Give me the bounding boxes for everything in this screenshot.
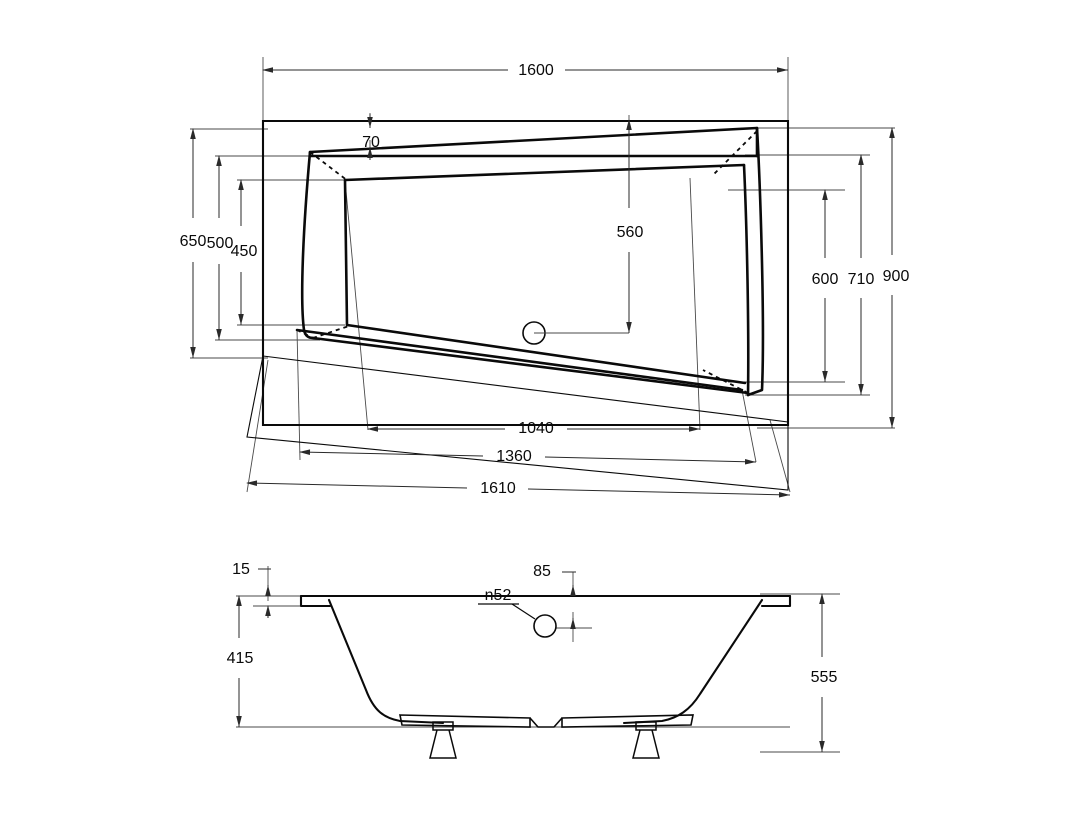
- dim-label-n52: n52: [485, 587, 512, 604]
- dim-label-600: 600: [812, 271, 839, 288]
- fold-line-top-right: [712, 130, 758, 176]
- bathtub-feet: [429, 721, 660, 759]
- dim-label-560: 560: [617, 224, 644, 241]
- front-right-wall: [622, 598, 764, 725]
- base-center-notch: [529, 717, 563, 728]
- foot-left-cone: [429, 729, 457, 759]
- basin-inner-top-edge: [343, 163, 746, 182]
- dimension-560: 560: [617, 119, 644, 333]
- basin-fold-lines: [296, 130, 758, 394]
- basin-inner-right-wall: [742, 163, 750, 397]
- top-view-group: 1600 70 650 500: [180, 57, 910, 498]
- dim-label-1600: 1600: [518, 62, 554, 79]
- foot-right-bracket: [635, 721, 657, 731]
- dim-label-415: 415: [227, 650, 254, 667]
- dim-line-1610-left: [246, 480, 468, 489]
- dim-label-70: 70: [362, 134, 380, 151]
- dimension-555: 555: [811, 593, 838, 752]
- front-drain-circle: [533, 614, 557, 638]
- ext-line-1040-right: [689, 177, 701, 431]
- foot-left-bracket: [432, 721, 454, 731]
- bathtub-inner-basin: [295, 126, 765, 397]
- base-rail-right: [561, 714, 694, 728]
- dimension-710: 710: [848, 154, 875, 395]
- bathtub-base-frame: [399, 714, 694, 728]
- basin-inner-left-wall: [343, 178, 349, 327]
- dim-label-15: 15: [232, 561, 250, 578]
- basin-floor-edge-upper: [311, 336, 750, 395]
- front-view-extension-lines: [236, 566, 840, 753]
- dimension-600: 600: [812, 189, 839, 382]
- base-rail-left: [399, 714, 531, 728]
- dimension-70: 70: [362, 114, 380, 160]
- bathtub-front-silhouette: [299, 594, 792, 725]
- dim-label-1040: 1040: [518, 420, 554, 437]
- dimension-1600: 1600: [262, 62, 788, 79]
- dimension-15: 15: [232, 561, 271, 618]
- bathtub-outer-apron: [246, 355, 789, 491]
- ext-line-1360-left: [296, 329, 301, 461]
- apron-outline: [246, 355, 789, 491]
- dimension-1360: 1360: [299, 448, 757, 465]
- ext-line-1610-left: [246, 359, 269, 493]
- basin-floor-edge-lower: [345, 323, 747, 385]
- dimension-415: 415: [227, 595, 254, 727]
- drain-hole-top-view: [522, 321, 629, 345]
- basin-right-outer-wall: [746, 126, 765, 397]
- dim-label-1610: 1610: [480, 480, 516, 497]
- front-rim-left-notch: [299, 594, 332, 608]
- dimension-650: 650: [180, 128, 207, 358]
- fold-line-bottom-left-2: [296, 329, 314, 339]
- dim-label-555: 555: [811, 669, 838, 686]
- dimension-85: 85: [533, 563, 576, 629]
- dim-label-500: 500: [207, 235, 234, 252]
- front-rim-right-notch: [760, 594, 792, 608]
- fold-line-bottom-left: [312, 325, 350, 339]
- dim-label-1360: 1360: [496, 448, 532, 465]
- dim-label-650: 650: [180, 233, 207, 250]
- dim-line-1360-left: [299, 449, 484, 457]
- dimension-1040: 1040: [367, 420, 700, 437]
- dimension-900: 900: [883, 127, 910, 428]
- dim-label-85: 85: [533, 563, 551, 580]
- front-left-wall: [327, 598, 445, 725]
- fold-line-bottom-right: [702, 369, 749, 394]
- dim-label-710: 710: [848, 271, 875, 288]
- apron-top-edge: [262, 355, 789, 423]
- dimension-450: 450: [231, 179, 258, 325]
- basin-floor-edge-outer: [295, 328, 744, 392]
- drain-hole-front-view: n52: [478, 587, 557, 638]
- dim-label-900: 900: [883, 268, 910, 285]
- dimension-1610: 1610: [246, 480, 791, 498]
- dim-label-450: 450: [231, 243, 258, 260]
- dim-line-1610-right: [527, 488, 791, 498]
- front-view-group: n52 15 85 415: [227, 561, 840, 759]
- ext-line-1610-right: [769, 419, 791, 493]
- foot-right-cone: [632, 729, 660, 759]
- front-drain-leader: [511, 603, 536, 620]
- dim-line-1360-right: [544, 456, 757, 465]
- ext-line-1040-left: [344, 179, 369, 431]
- basin-left-outer-wall: [300, 150, 315, 340]
- dimension-500: 500: [207, 155, 234, 340]
